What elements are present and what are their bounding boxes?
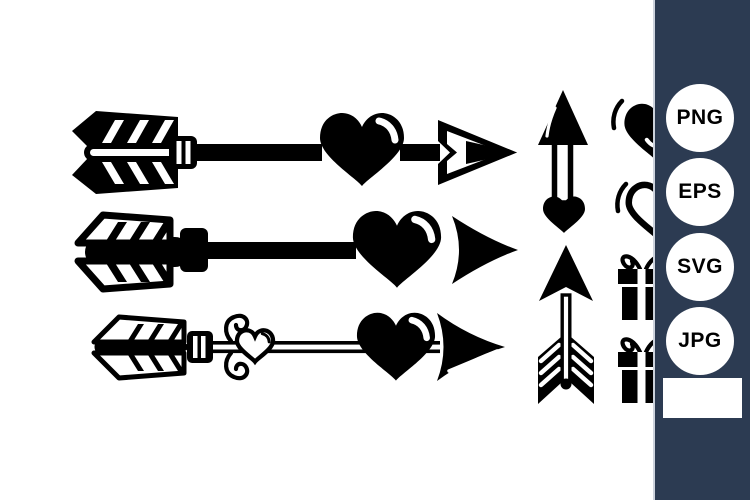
arrowhead-icon	[438, 120, 517, 185]
heart-arrow-flourish	[91, 312, 505, 381]
vertical-arrow-with-heart	[538, 90, 588, 233]
heart-icon	[352, 211, 442, 288]
format-badge-png: PNG	[666, 84, 734, 152]
heart-icon	[356, 312, 436, 381]
heart-icon	[320, 113, 404, 186]
vertical-arrow-fletched	[538, 245, 594, 404]
small-outline-heart-icon	[237, 330, 273, 361]
format-label: JPG	[678, 329, 722, 352]
format-label: SVG	[677, 255, 723, 278]
color-swatch	[663, 378, 742, 418]
format-label: EPS	[678, 180, 722, 203]
format-badge-jpg: JPG	[666, 307, 734, 375]
outline-heart-icon	[615, 184, 689, 237]
format-badge-eps: EPS	[666, 158, 734, 226]
heart-arrow-solid-fletching	[74, 211, 518, 293]
format-label: PNG	[676, 106, 724, 129]
format-badge-svg: SVG	[666, 233, 734, 301]
swirl-flourish-icon	[224, 313, 250, 381]
arrowhead-icon	[437, 313, 505, 381]
format-sidebar: PNG EPS SVG JPG	[653, 0, 750, 500]
heart-arrow-banded-fletching	[72, 111, 517, 194]
arrowhead-icon	[452, 216, 518, 284]
